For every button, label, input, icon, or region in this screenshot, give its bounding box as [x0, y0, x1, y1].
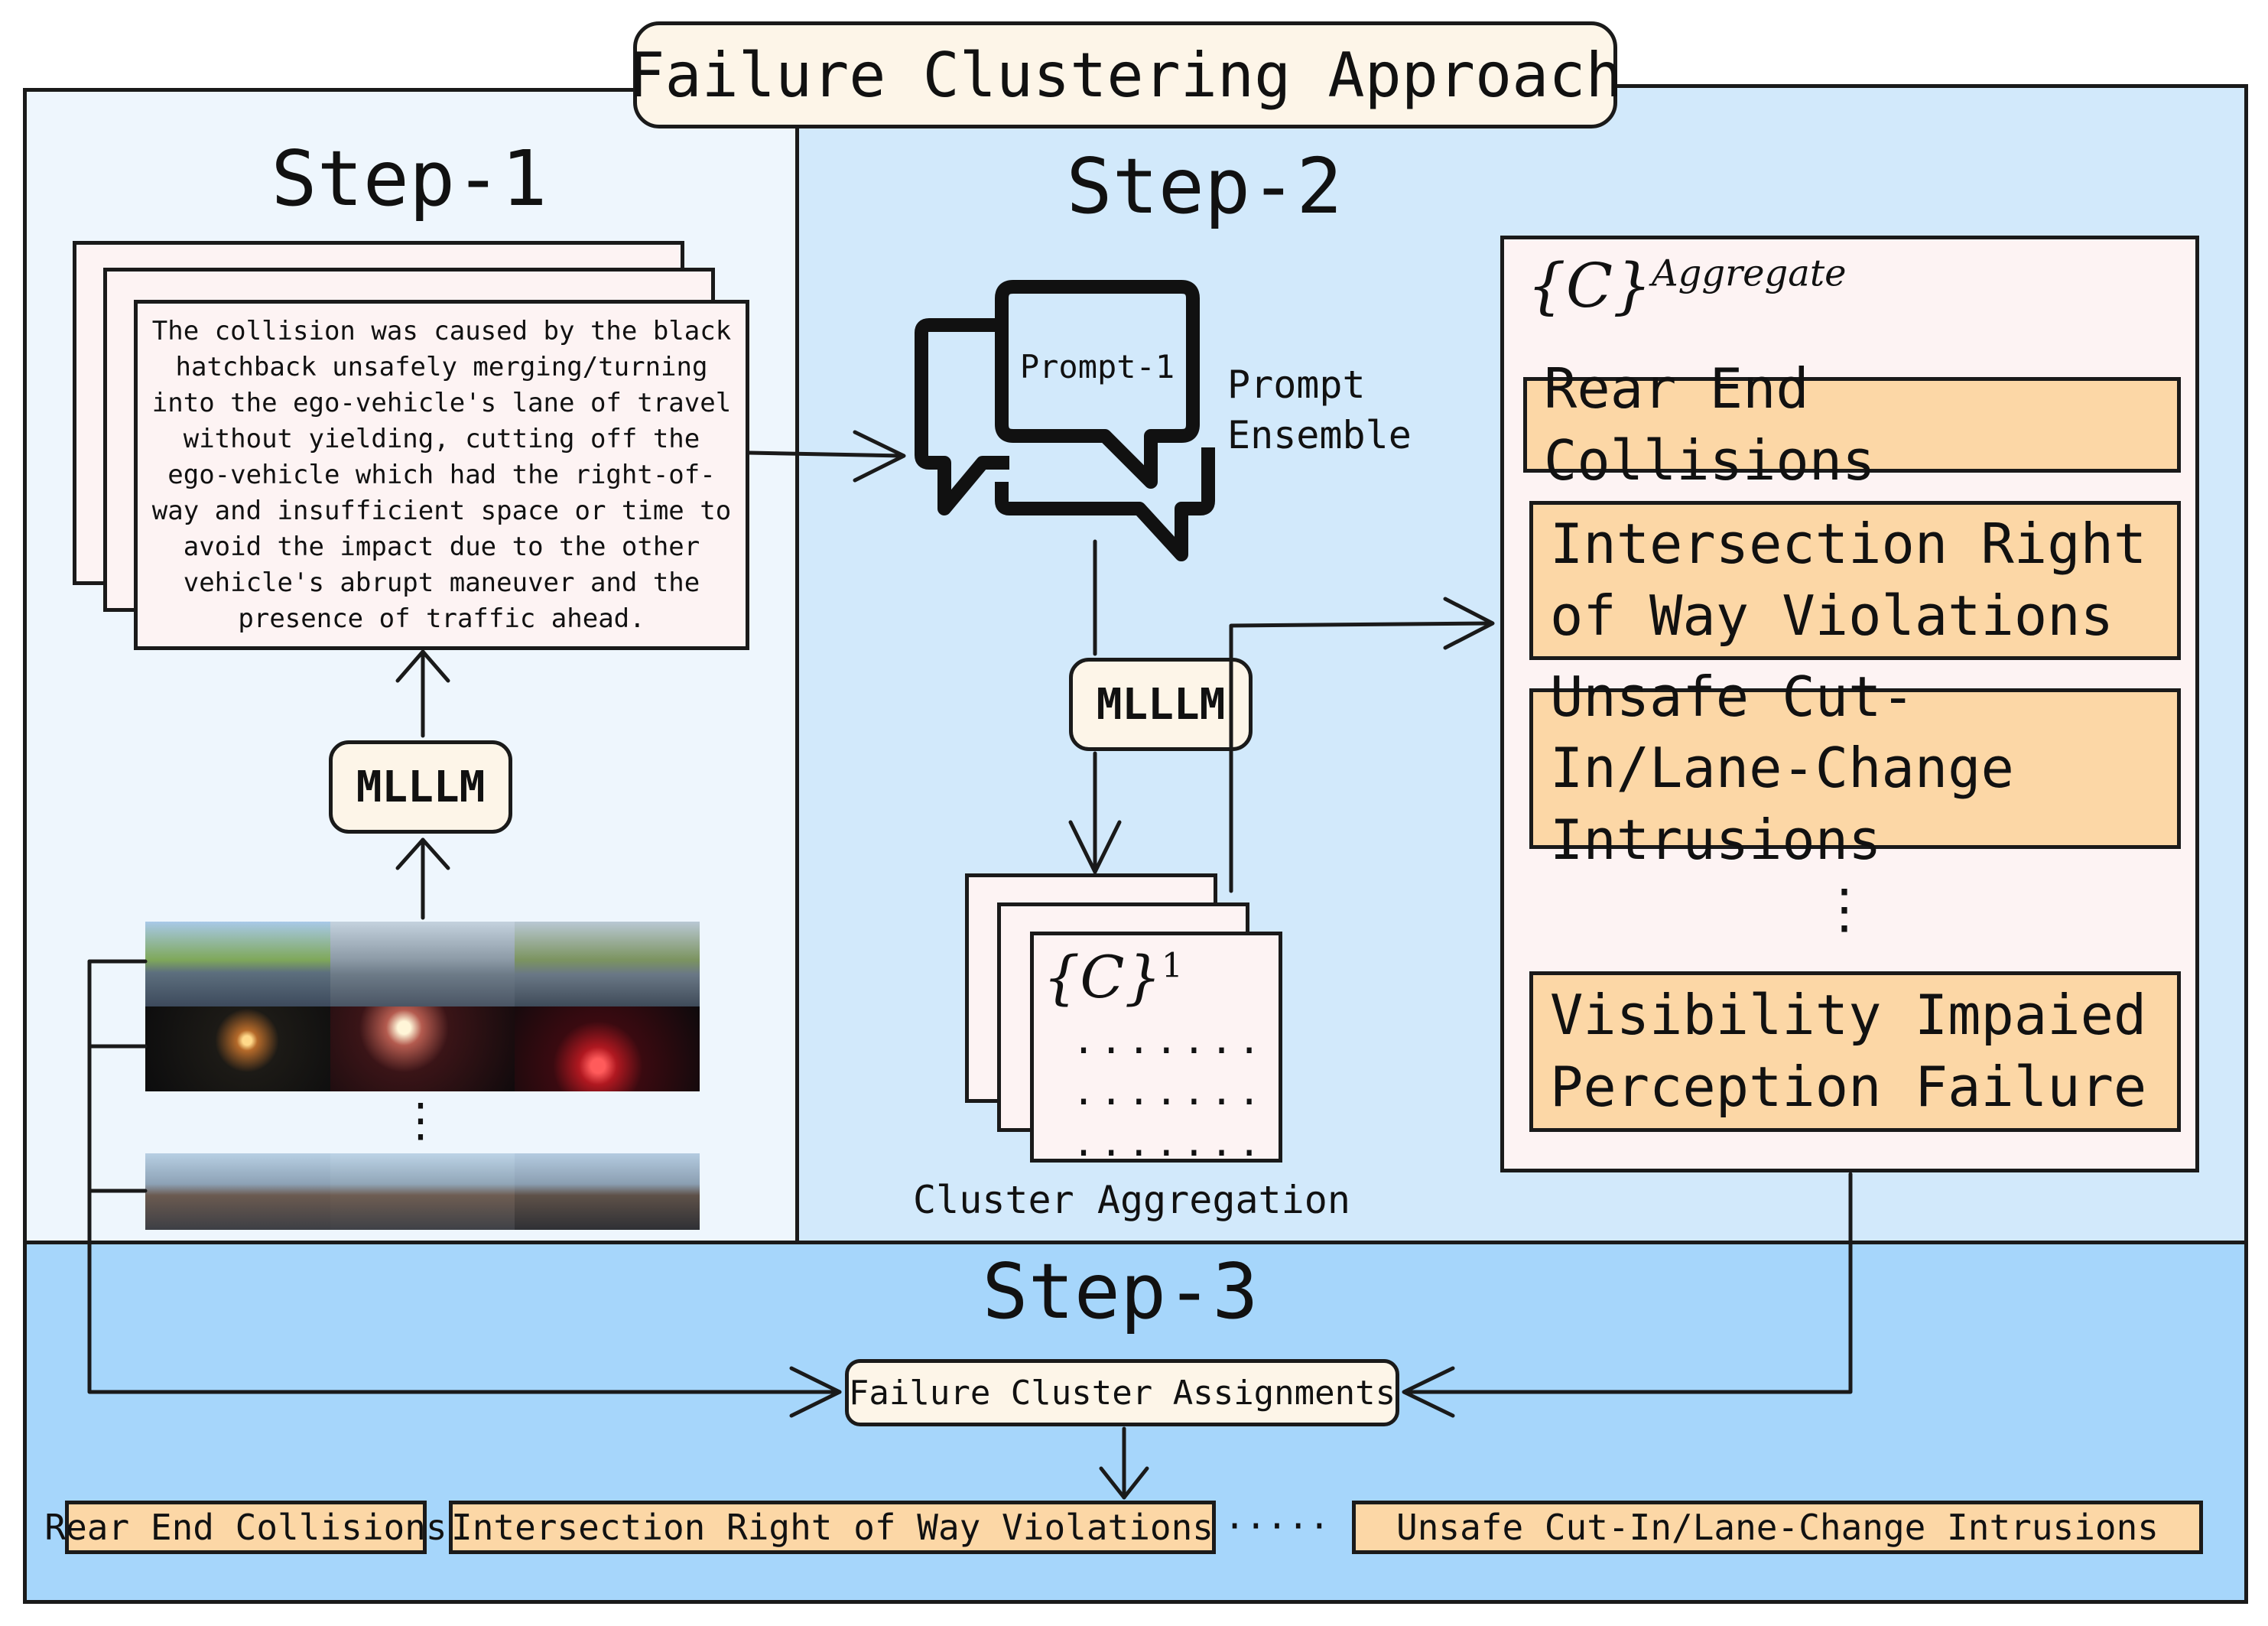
aggregate-set-symbol-text: {C} — [1527, 250, 1652, 321]
video-frame — [515, 922, 700, 1006]
video-frames-row-last — [145, 1153, 700, 1230]
chat-bubbles-icon — [915, 280, 1215, 561]
assigned-cluster-tag: Unsafe Cut-In/Lane-Change Intrusions — [1352, 1501, 2203, 1554]
video-frame — [330, 922, 515, 1006]
aggregate-category-box: Visibility Impaied Perception Failure — [1529, 971, 2181, 1132]
aggregate-set-superscript: Aggregate — [1652, 252, 1847, 295]
video-frame — [515, 1153, 700, 1230]
video-frame — [330, 1006, 515, 1091]
cluster-placeholder-line: ....... — [1072, 1120, 1266, 1165]
aggregate-category-label: Intersection Right of Way Violations — [1550, 512, 2147, 648]
aggregate-ellipsis: ⋮ — [1818, 877, 1871, 940]
cluster-sheet-front: {C}1 ....... ....... ....... — [1030, 932, 1282, 1165]
prompt-ensemble-label-line2: Ensemble — [1227, 413, 1412, 457]
aggregate-category-box: Intersection Right of Way Violations — [1529, 501, 2181, 660]
step2-title: Step-2 — [1066, 141, 1343, 231]
step2-mllm-label: MLLLM — [1096, 679, 1226, 730]
cluster-placeholder-line: ....... — [1072, 1069, 1266, 1114]
assigned-cluster-tag: Rear End Collisions — [44, 1501, 447, 1554]
assigned-cluster-tag-label: Unsafe Cut-In/Lane-Change Intrusions — [1396, 1507, 2159, 1548]
diagram-title-text: Failure Clustering Approach — [628, 39, 1623, 111]
video-frame — [145, 922, 330, 1006]
video-frame — [145, 1006, 330, 1091]
failure-cluster-assignments-label: Failure Cluster Assignments — [848, 1373, 1396, 1413]
aggregate-category-label: Visibility Impaied Perception Failure — [1550, 983, 2147, 1119]
prompt-ensemble-label: Prompt Ensemble — [1227, 359, 1457, 467]
video-frames-grid — [145, 922, 700, 1091]
cluster-set-symbol-text: {C} — [1043, 943, 1162, 1011]
step1-mllm-label: MLLLM — [356, 762, 486, 812]
step1-title: Step-1 — [271, 134, 548, 223]
aggregate-category-box: Rear End Collisions — [1523, 356, 2181, 493]
assigned-cluster-tag: Intersection Right of Way Violations — [449, 1501, 1216, 1554]
step3-title: Step-3 — [982, 1247, 1259, 1336]
diagram-title: Failure Clustering Approach — [628, 21, 1623, 128]
assigned-tags-ellipsis: ····· — [1223, 1505, 1331, 1546]
cluster-set-symbol: {C}1 — [1043, 943, 1183, 1011]
failure-description-text: The collision was caused by the black ha… — [151, 315, 732, 634]
aggregate-category-box: Unsafe Cut-In/Lane-Change Intrusions — [1529, 665, 2181, 872]
video-frame — [145, 1153, 330, 1230]
assigned-cluster-tag-label: Rear End Collisions — [44, 1507, 447, 1548]
video-frame — [330, 1153, 515, 1230]
video-frames-ellipsis: ⋮ — [398, 1094, 444, 1147]
assigned-cluster-tag-label: Intersection Right of Way Violations — [451, 1507, 1214, 1548]
aggregate-category-label: Rear End Collisions — [1544, 356, 1876, 493]
cluster-set-superscript: 1 — [1161, 946, 1183, 986]
description-sheet-front: The collision was caused by the black ha… — [134, 300, 749, 650]
aggregate-sheet: {C}Aggregate Rear End Collisions Interse… — [1500, 236, 2199, 1172]
video-frame — [515, 1006, 700, 1091]
step2-mllm-box: MLLLM — [1069, 658, 1253, 751]
aggregate-category-label: Unsafe Cut-In/Lane-Change Intrusions — [1550, 664, 2014, 872]
cluster-aggregation-label: Cluster Aggregation — [913, 1178, 1350, 1222]
failure-cluster-assignments-box: Failure Cluster Assignments — [845, 1359, 1399, 1426]
aggregate-set-symbol: {C}Aggregate — [1527, 250, 1847, 321]
prompt-1-label: Prompt-1 — [1019, 348, 1175, 385]
prompt-ensemble-label-line1: Prompt — [1227, 363, 1366, 407]
cluster-placeholder-line: ....... — [1072, 1018, 1266, 1062]
step1-mllm-box: MLLLM — [329, 740, 512, 834]
